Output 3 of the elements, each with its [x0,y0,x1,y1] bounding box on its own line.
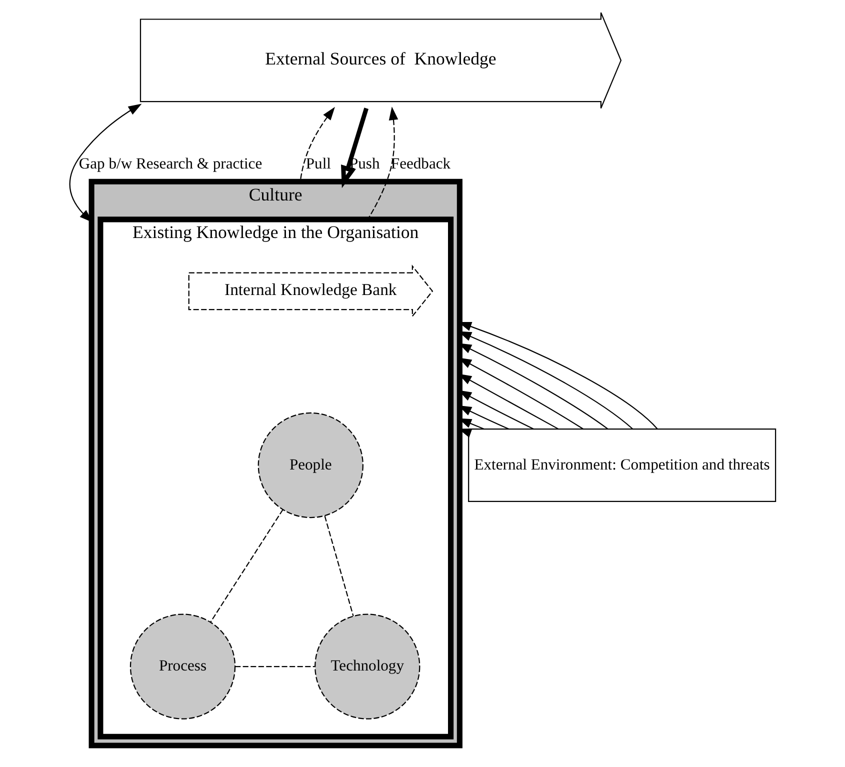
edge-label: Gap b/w Research & practice [78,156,262,173]
edge-label: Feedback [390,156,451,173]
edge-label: Pull [306,156,331,173]
